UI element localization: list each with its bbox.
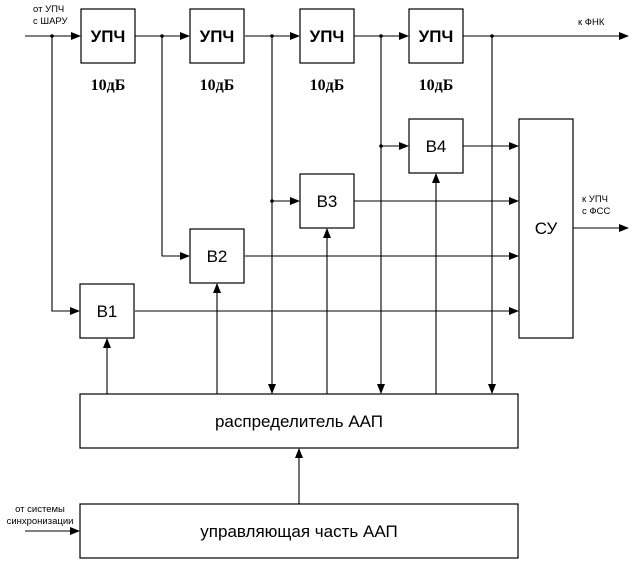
gate-b1: В1 bbox=[79, 283, 135, 339]
summator-block: СУ bbox=[518, 118, 574, 339]
input-label-line2: с ШАРУ bbox=[33, 16, 69, 27]
gate-label: В3 bbox=[317, 192, 338, 211]
amplifier-gain: 10дБ bbox=[310, 77, 345, 94]
gate-label: В4 bbox=[426, 137, 447, 156]
sync-label-line1: от системы bbox=[15, 504, 65, 515]
su-output-label-line1: к УПЧ bbox=[582, 194, 608, 205]
gate-label: В2 bbox=[207, 247, 228, 266]
sync-label-line2: синхронизации bbox=[7, 516, 74, 527]
distributor-label: распределитель ААП bbox=[215, 412, 383, 431]
tap-to-b1 bbox=[51, 36, 80, 315]
tap-to-b2 bbox=[161, 36, 190, 260]
input-label-line1: от УПЧ bbox=[33, 4, 64, 15]
gate-b3: В3 bbox=[299, 173, 355, 229]
amplifier-label: УПЧ bbox=[310, 27, 345, 46]
amplifier-label: УПЧ bbox=[200, 27, 235, 46]
gate-b4: В4 bbox=[408, 118, 464, 174]
output-top-label: к ФНК bbox=[578, 17, 605, 28]
control-block: управляющая часть ААП bbox=[79, 503, 519, 559]
summator-label: СУ bbox=[535, 219, 558, 238]
distributor-block: распределитель ААП bbox=[79, 393, 519, 449]
amplifier-label: УПЧ bbox=[91, 27, 126, 46]
amplifier-gain: 10дБ bbox=[91, 77, 126, 94]
amplifier-label: УПЧ bbox=[419, 27, 454, 46]
amplifier-gain: 10дБ bbox=[200, 77, 235, 94]
amplifier-1: УПЧ 10дБ bbox=[80, 8, 136, 94]
amplifier-4: УПЧ 10дБ bbox=[408, 8, 464, 94]
amplifier-2: УПЧ 10дБ bbox=[189, 8, 245, 94]
amplifier-gain: 10дБ bbox=[419, 77, 454, 94]
gate-label: В1 bbox=[97, 302, 118, 321]
gate-b2: В2 bbox=[189, 228, 245, 284]
amplifier-3: УПЧ 10дБ bbox=[299, 8, 355, 94]
su-output-label-line2: с ФСС bbox=[582, 206, 610, 217]
control-label: управляющая часть ААП bbox=[200, 522, 397, 541]
